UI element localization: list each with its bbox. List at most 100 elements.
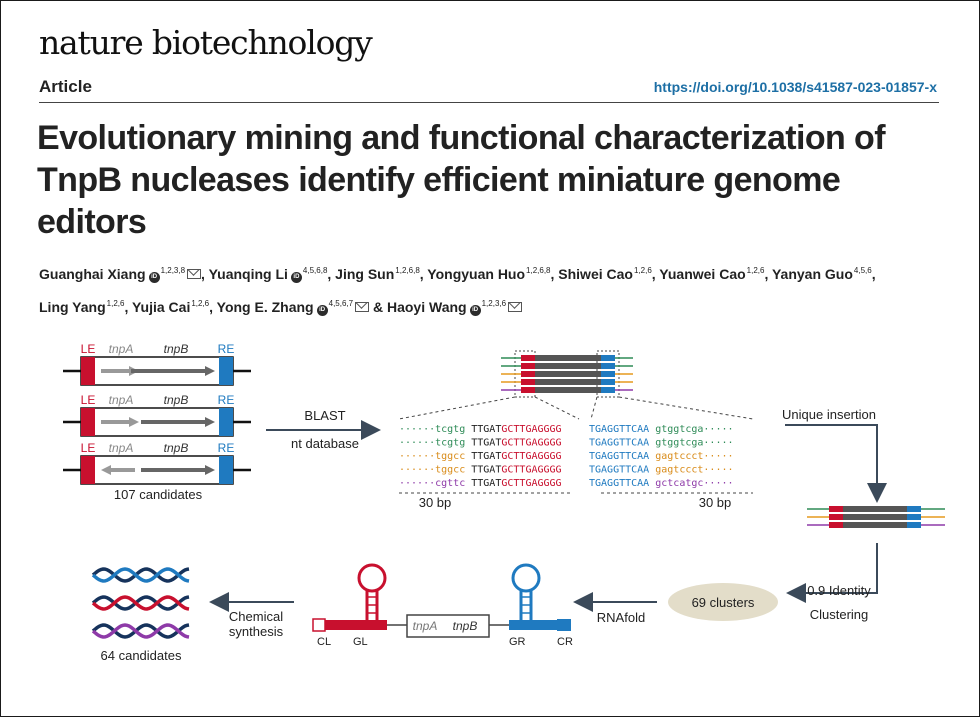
re-label: RE	[218, 393, 235, 407]
small-stack-le	[829, 522, 843, 528]
article-title: Evolutionary mining and functional chara…	[37, 117, 957, 243]
sequence-segment: TTGAT	[471, 478, 501, 489]
author-line-2: Ling Yang1,2,6, Yujia Cai1,2,6, Yong E. …	[39, 289, 959, 322]
affiliation-superscript: 1,2,6	[107, 299, 125, 308]
author-name[interactable]: Ling Yang	[39, 299, 106, 315]
sequence-segment: GCTTGAGGGG	[501, 465, 561, 476]
tnpa-label: tnpA	[109, 441, 134, 455]
affiliation-superscript: 4,5,6,8	[303, 266, 327, 275]
sequence-alignment: ······tcgtg TTGATGCTTGAGGGGTGAGGTTCAA gt…	[399, 424, 734, 489]
affiliation-superscript: 4,5,6,7	[329, 299, 353, 308]
unique-insertion-label: Unique insertion	[782, 407, 876, 422]
le-label: LE	[81, 441, 96, 455]
le-element	[81, 408, 95, 436]
sequence-segment: ······tggcc	[399, 465, 471, 476]
re-label: RE	[218, 441, 235, 455]
sequence-segment: gtggtcga·····	[655, 438, 733, 449]
stack-le	[521, 379, 535, 385]
affiliation-superscript: 1,2,3,8	[161, 266, 185, 275]
zoom-line-3	[591, 397, 597, 419]
unique-insertion-arrow	[785, 425, 877, 501]
nt-database-label: nt database	[291, 436, 359, 451]
article-type-label: Article	[39, 77, 92, 97]
author-name[interactable]: Yujia Cai	[132, 299, 190, 315]
dna-helix	[93, 597, 189, 609]
tnpb-label: tnpB	[164, 441, 189, 455]
tnpa-label: tnpA	[109, 393, 134, 407]
author-separator: ,	[764, 266, 772, 282]
doi-link[interactable]: https://doi.org/10.1038/s41587-023-01857…	[654, 79, 937, 95]
orcid-icon[interactable]: iD	[149, 272, 160, 283]
le-element	[81, 357, 95, 385]
gl-bar	[325, 620, 387, 630]
small-stack-re	[907, 514, 921, 520]
email-icon[interactable]	[355, 302, 369, 312]
stack-le	[521, 387, 535, 393]
bp-right-label: 30 bp	[699, 495, 732, 510]
sequence-row-right: TGAGGTTCAA gagtccct·····	[589, 465, 734, 476]
sequence-segment: GCTTGAGGGG	[501, 438, 561, 449]
author-separator: ,	[872, 266, 876, 282]
author-name[interactable]: Guanghai Xiang	[39, 266, 146, 282]
cr-box	[557, 619, 571, 631]
email-icon[interactable]	[508, 302, 522, 312]
affiliation-superscript: 1,2,6	[634, 266, 652, 275]
orcid-icon[interactable]: iD	[291, 272, 302, 283]
sequence-row: ······tcgtg TTGATGCTTGAGGGG	[399, 424, 562, 435]
candidates-107-label: 107 candidates	[114, 487, 203, 502]
unique-insertion-stack	[807, 506, 945, 528]
workflow-figure: LEREtnpAtnpBLEREtnpAtnpBLEREtnpAtnpB 107…	[1, 331, 979, 716]
email-icon[interactable]	[187, 269, 201, 279]
sequence-row: ······tcgtg TTGATGCTTGAGGGG	[399, 438, 562, 449]
author-name[interactable]: Yongyuan Huo	[427, 266, 525, 282]
author-separator: ,	[124, 299, 132, 315]
author-separator: ,	[201, 266, 209, 282]
synthesis-label: synthesis	[229, 624, 284, 639]
stack-re	[601, 355, 615, 361]
blue-loop	[513, 565, 539, 591]
transposon-candidates-group: LEREtnpAtnpBLEREtnpAtnpBLEREtnpAtnpB	[63, 342, 251, 484]
sequence-row-right: TGAGGTTCAA gagtccct·····	[589, 451, 734, 462]
cl-box	[313, 619, 325, 631]
clusters-label: 69 clusters	[692, 595, 755, 610]
stack-lines	[501, 355, 633, 393]
chemical-label: Chemical	[229, 609, 283, 624]
sequence-segment: gagtccct·····	[655, 465, 733, 476]
author-name[interactable]: Jing Sun	[335, 266, 394, 282]
sequence-row: ······tggcc TTGATGCTTGAGGGG	[399, 451, 562, 462]
stack-re	[601, 387, 615, 393]
alignment-stack	[399, 351, 753, 419]
author-separator: &	[369, 299, 387, 315]
transposon-candidate: LE RE tnpA tnpB	[63, 441, 251, 484]
clustering-label: Clustering	[810, 607, 869, 622]
small-stack-le	[829, 514, 843, 520]
candidates-64-label: 64 candidates	[101, 648, 182, 663]
header-rule	[39, 102, 939, 103]
rnafold-label: RNAfold	[597, 610, 645, 625]
dna-helix	[93, 569, 189, 581]
dna-helix	[93, 625, 189, 637]
orcid-icon[interactable]: iD	[470, 305, 481, 316]
author-name[interactable]: Yuanqing Li	[209, 266, 288, 282]
sequence-row: ······cgttc TTGATGCTTGAGGGG	[399, 478, 562, 489]
sequence-segment: GCTTGAGGGG	[501, 451, 561, 462]
author-name[interactable]: Yong E. Zhang	[217, 299, 314, 315]
cl-label: CL	[317, 636, 331, 648]
small-stack-re	[907, 522, 921, 528]
author-name[interactable]: Yuanwei Cao	[659, 266, 745, 282]
stack-le	[521, 371, 535, 377]
blast-label: BLAST	[304, 408, 345, 423]
stack-le	[521, 363, 535, 369]
gr-bar	[509, 620, 557, 630]
author-name[interactable]: Shiwei Cao	[558, 266, 633, 282]
sequence-row-right: TGAGGTTCAA gctcatgc·····	[589, 478, 734, 489]
stack-le	[521, 355, 535, 361]
le-label: LE	[81, 342, 96, 356]
dna-helices	[93, 569, 189, 637]
red-loop	[359, 565, 385, 591]
author-name[interactable]: Haoyi Wang	[387, 299, 467, 315]
author-name[interactable]: Yanyan Guo	[772, 266, 853, 282]
orcid-icon[interactable]: iD	[317, 305, 328, 316]
